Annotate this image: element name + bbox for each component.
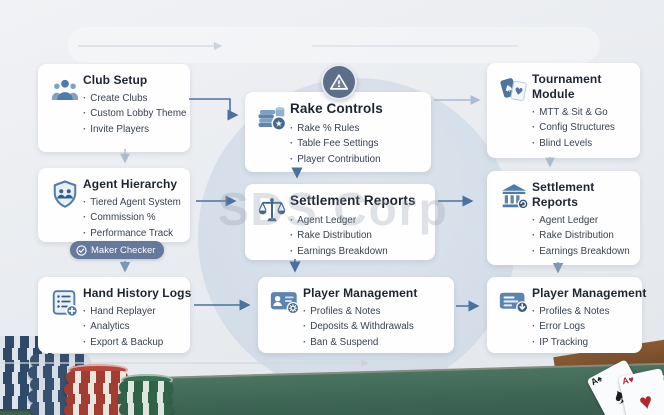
playing-card-ace-hearts: A♥♥ bbox=[618, 368, 664, 415]
shield-team-icon bbox=[47, 179, 83, 209]
card-bullet: Ban & Suspend bbox=[303, 335, 446, 350]
card-settlement-reports-right: Settlement Reports Agent Ledger Rake Dis… bbox=[487, 171, 640, 265]
id-card-gear-icon bbox=[267, 288, 303, 316]
card-club-setup: Club Setup Create Clubs Custom Lobby The… bbox=[38, 64, 190, 152]
card-bullet: Earnings Breakdown bbox=[532, 244, 632, 259]
background-band bbox=[68, 27, 600, 63]
card-player-management-right: Player Management Profiles & Notes Error… bbox=[487, 277, 647, 353]
maker-checker-badge: Maker Checker bbox=[70, 241, 165, 259]
card-title: Tournament Module bbox=[532, 72, 602, 101]
card-bullet: Earnings Breakdown bbox=[290, 244, 427, 259]
card-title: Rake Controls bbox=[290, 101, 383, 116]
card-tournament-module: ♠ ♥ Tournament Module MTT & Sit & Go Con… bbox=[487, 63, 640, 158]
card-bullet: Rake Distribution bbox=[532, 228, 632, 243]
card-bullet: Commission % bbox=[83, 210, 182, 225]
card-tracking-icon bbox=[496, 288, 532, 316]
arrow-club-to-rake bbox=[189, 98, 239, 121]
list-plus-icon bbox=[47, 288, 83, 318]
card-bullet: Table Fee Settings bbox=[290, 136, 423, 151]
svg-text:♥: ♥ bbox=[513, 86, 524, 98]
card-bullet: Deposits & Withdrawals bbox=[303, 319, 446, 334]
card-bullet: Invite Players bbox=[83, 122, 182, 137]
card-title: Club Setup bbox=[83, 73, 148, 87]
card-title: Player Management bbox=[532, 286, 647, 300]
scales-icon bbox=[254, 195, 290, 225]
card-bullet: Create Clubs bbox=[83, 91, 182, 106]
card-bullet: Profiles & Notes bbox=[532, 304, 634, 319]
card-settlement-reports-center: Settlement Reports Agent Ledger Rake Dis… bbox=[245, 184, 435, 260]
card-bullet: Custom Lobby Theme bbox=[83, 106, 186, 121]
chips-star-icon: ★ bbox=[254, 103, 290, 133]
card-bullet: Performance Track bbox=[83, 226, 182, 241]
card-title: Player Management bbox=[303, 286, 418, 300]
card-hand-history-logs: Hand History Logs Hand Replayer Analytic… bbox=[38, 277, 192, 353]
users-icon bbox=[47, 75, 83, 105]
card-bullet: Export & Backup bbox=[83, 335, 182, 350]
card-bullet: Player Contribution bbox=[290, 152, 423, 167]
card-bullet: Rake % Rules bbox=[290, 121, 423, 136]
card-rake-controls: ★ Rake Controls Rake % Rules Table Fee S… bbox=[245, 92, 431, 172]
card-title: Agent Hierarchy bbox=[83, 177, 178, 191]
card-title: Settlement Reports bbox=[532, 180, 595, 209]
card-bullet: Blind Levels bbox=[532, 136, 632, 151]
check-circle-icon bbox=[76, 244, 87, 256]
card-bullet: Rake Distribution bbox=[290, 228, 427, 243]
card-title: Hand History Logs bbox=[83, 286, 192, 300]
svg-text:♠: ♠ bbox=[503, 83, 515, 96]
card-bullet: MTT & Sit & Go bbox=[532, 105, 632, 120]
svg-text:★: ★ bbox=[275, 119, 283, 129]
card-bullet: Config Structures bbox=[532, 120, 632, 135]
playing-cards-icon: ♠ ♥ bbox=[496, 74, 532, 106]
card-bullet: Analytics bbox=[83, 319, 182, 334]
maker-checker-label: Maker Checker bbox=[91, 244, 156, 256]
card-bullet: Agent Ledger bbox=[532, 213, 632, 228]
card-title: Settlement Reports bbox=[290, 193, 416, 208]
card-bullet: Hand Replayer bbox=[83, 304, 182, 319]
card-bullet: Agent Ledger bbox=[290, 213, 427, 228]
card-bullet: Profiles & Notes bbox=[303, 304, 446, 319]
bank-icon bbox=[496, 182, 532, 210]
card-bullet: Tiered Agent System bbox=[83, 195, 182, 210]
card-player-management-center: Player Management Profiles & Notes Depos… bbox=[258, 277, 454, 353]
warning-triangle-icon bbox=[321, 64, 357, 100]
card-bullet: IP Tracking bbox=[532, 335, 634, 350]
card-agent-hierarchy: Agent Hierarchy Tiered Agent System Comm… bbox=[38, 168, 190, 242]
card-bullet: Error Logs bbox=[532, 319, 634, 334]
